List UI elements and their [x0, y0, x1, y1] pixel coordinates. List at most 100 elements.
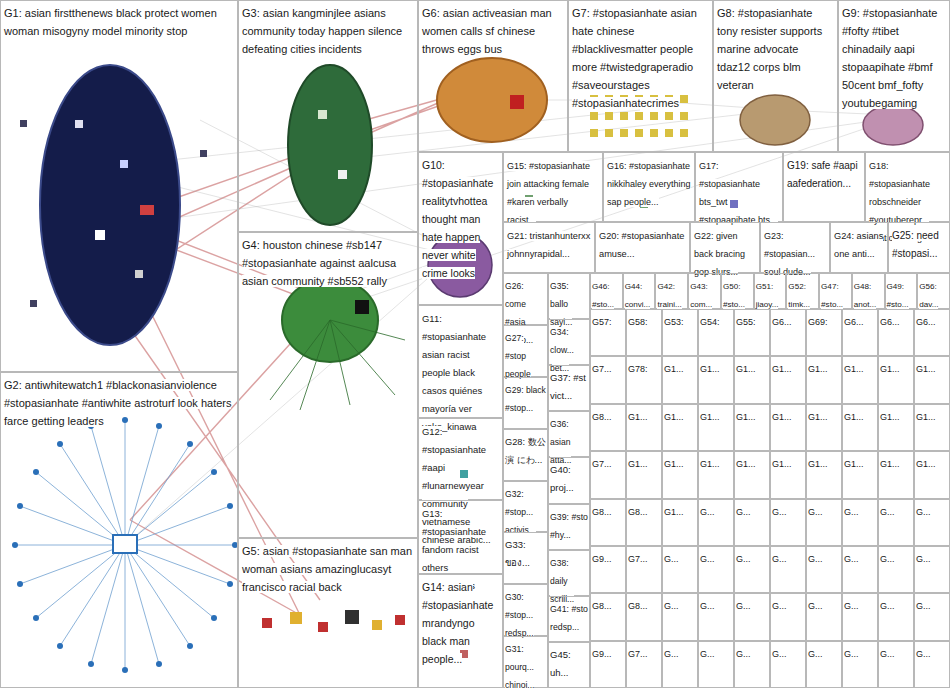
group-box: G55: [734, 309, 770, 356]
group-box: G21: tristanhunterxx johnnyrapidal... [503, 222, 595, 273]
group-label: G... [664, 649, 679, 659]
group-box: G10: #stopasianhate realitytvhottea thou… [418, 152, 503, 305]
network-mark [650, 129, 658, 137]
group-label: G1... [736, 364, 756, 374]
group-box: G... [770, 499, 806, 546]
group-label: G52: timk... [788, 282, 810, 309]
group-label: G6... [772, 317, 792, 327]
group-box: G45: uh... [548, 642, 590, 688]
group-box: G... [914, 641, 950, 688]
network-mark [635, 112, 643, 120]
group-box: G... [734, 546, 770, 593]
group-label: G7... [592, 364, 612, 374]
group-label: G... [772, 649, 787, 659]
group-box: G32: #stop... activis... [503, 481, 548, 533]
group-label: G30: #stop... redsp... [505, 592, 534, 638]
group-box: G25: need #stopasi... [888, 222, 950, 273]
group-box: G1... [842, 356, 878, 403]
group-label: G25: need #stopasi... [892, 230, 939, 259]
group-box: G... [806, 641, 842, 688]
group-box: G12: #stopasianhate #aapi #lunarnewyear … [418, 418, 503, 500]
group-label: G33: ของ... [505, 539, 530, 568]
group-box: G31: pourq... chinoi... [503, 636, 548, 688]
group-label: G17: #stopasianhate bts_twt #stopaapihat… [699, 161, 778, 225]
group-box: G... [698, 593, 734, 640]
group-box: G1... [878, 404, 914, 451]
group-box: G1... [806, 451, 842, 498]
group-box: G78: [626, 356, 662, 403]
network-mark [227, 581, 233, 587]
group-label: G57: [592, 317, 612, 327]
network-mark [635, 129, 643, 137]
network-mark [33, 615, 39, 621]
network-mark [33, 469, 39, 475]
group-label: G8... [628, 507, 648, 517]
group-box: G... [878, 546, 914, 593]
group-label: G58: [628, 317, 648, 327]
network-mark [20, 120, 27, 127]
group-label: G8... [592, 412, 612, 422]
network-mark [12, 417, 238, 673]
network-mark [122, 417, 128, 423]
group-label: G... [664, 554, 679, 564]
group-label: G1... [664, 412, 684, 422]
network-mark [510, 95, 524, 109]
network-mark [211, 615, 217, 621]
group-box: G7... [626, 546, 662, 593]
group-box: G22: given back bracing gop slurs... [690, 222, 760, 273]
group-label: G... [772, 554, 787, 564]
group-label: G... [736, 507, 751, 517]
group-box: G1... [806, 404, 842, 451]
network-mark [120, 160, 128, 168]
group-label: G1... [664, 459, 684, 469]
group-box: G43: com... [688, 273, 721, 309]
group-label: G7... [628, 554, 648, 564]
group-box: G5: asian #stopasianhate san man woman a… [238, 538, 418, 688]
network-mark [40, 65, 180, 345]
group-box: G23: #stopasian... soul dude... [760, 222, 830, 273]
group-label: G8... [592, 601, 612, 611]
group-label: G54: [700, 317, 720, 327]
group-label: G20: #stopasianhate amuse... [599, 231, 684, 259]
group-label: G... [844, 601, 859, 611]
network-mark [30, 300, 37, 307]
network-mark [17, 503, 23, 509]
group-box: G1... [626, 404, 662, 451]
network-mark [605, 112, 613, 120]
network-mark [680, 95, 688, 103]
group-box: G40: proj... [548, 457, 590, 503]
group-label: G6... [844, 317, 864, 327]
group-label: G16: #stopasianhate nikkihaley everythin… [607, 161, 691, 207]
group-label: G... [700, 507, 715, 517]
group-box: G13: #stopasianhate fandom racist others… [418, 500, 503, 574]
group-box: G8... [590, 499, 626, 546]
group-box: G52: timk... [786, 273, 819, 309]
group-box: G7... [590, 356, 626, 403]
group-label: G1... [808, 412, 828, 422]
group-label: G39: #sto #hy... [550, 512, 588, 540]
group-label: G3: asian kangminjlee asians community t… [242, 7, 402, 55]
group-box: G... [770, 641, 806, 688]
group-box: G58: [626, 309, 662, 356]
group-box: G... [770, 546, 806, 593]
group-box: G4: houston chinese #sb147 #stopasianhat… [238, 232, 418, 538]
group-box: G... [698, 641, 734, 688]
group-box: G... [842, 499, 878, 546]
group-label: G6... [880, 317, 900, 327]
group-box: G... [662, 593, 698, 640]
g6-cluster [437, 58, 547, 142]
g3-cluster [288, 65, 372, 225]
g2-cluster [12, 417, 238, 673]
network-mark [372, 620, 382, 630]
group-box: G14: asian #stopasianhate mrandyngo blac… [418, 574, 503, 688]
group-box: G1... [734, 451, 770, 498]
group-label: G... [916, 601, 931, 611]
group-box: G1... [770, 356, 806, 403]
group-label: G1: asian firstthenews black protect wom… [4, 7, 217, 37]
group-label: G50: #sto... [723, 282, 745, 309]
group-box: G... [734, 499, 770, 546]
group-box: G42: traini... [655, 273, 688, 309]
group-label: G7... [592, 459, 612, 469]
group-box: G29: black #stop... [503, 377, 548, 429]
